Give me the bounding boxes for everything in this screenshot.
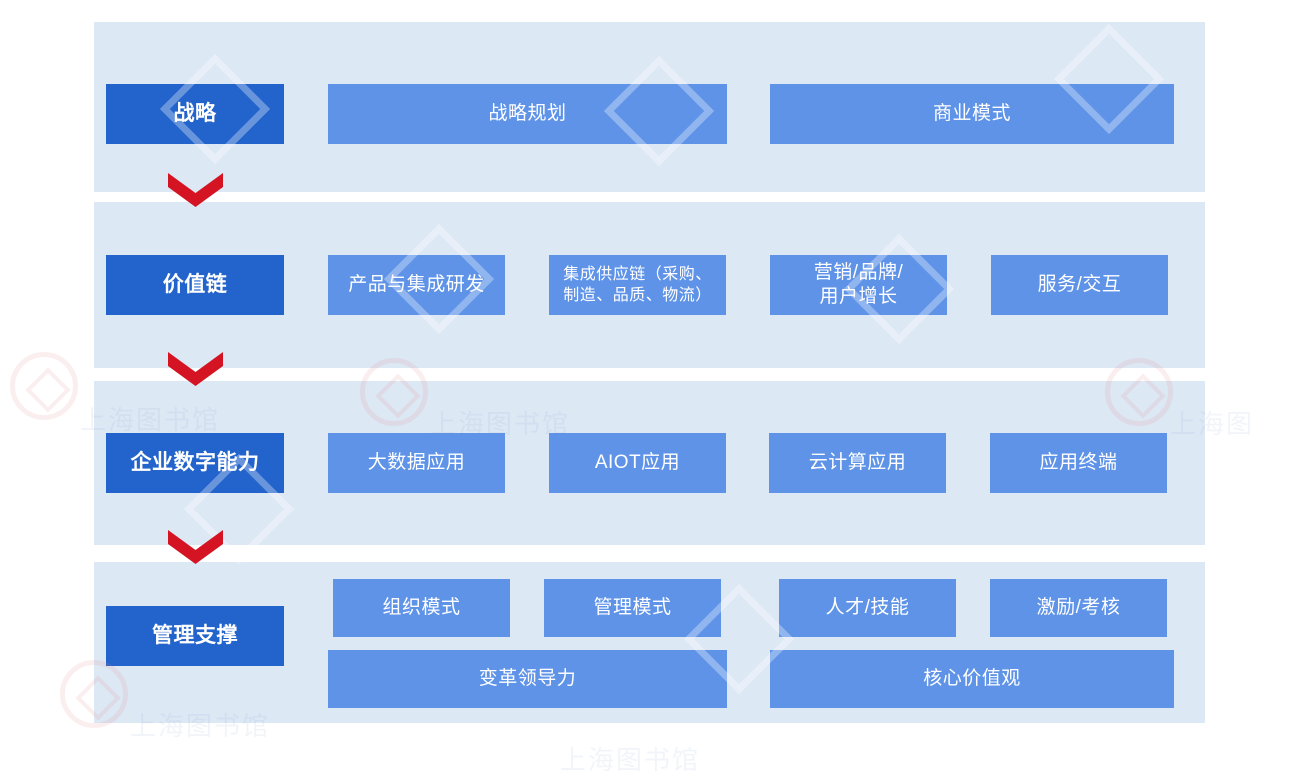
box-service-interaction[interactable]: 服务/交互: [991, 255, 1168, 315]
box-talent-skills[interactable]: 人才/技能: [779, 579, 956, 637]
box-strategy-planning[interactable]: 战略规划: [328, 84, 727, 144]
box-big-data-application[interactable]: 大数据应用: [328, 433, 505, 493]
box-aiot-application[interactable]: AIOT应用: [549, 433, 726, 493]
arrow-down-icon: [168, 352, 223, 386]
box-management-model[interactable]: 管理模式: [544, 579, 721, 637]
box-cloud-computing-application[interactable]: 云计算应用: [769, 433, 946, 493]
row-label-strategy[interactable]: 战略: [106, 84, 284, 144]
row-label-value-chain[interactable]: 价值链: [106, 255, 284, 315]
box-core-values[interactable]: 核心价值观: [770, 650, 1174, 708]
watermark-badge-icon: [10, 352, 78, 420]
box-product-rnd[interactable]: 产品与集成研发: [328, 255, 505, 315]
row-label-management-support[interactable]: 管理支撑: [106, 606, 284, 666]
row-label-digital-capability[interactable]: 企业数字能力: [106, 433, 284, 493]
box-incentive-assessment[interactable]: 激励/考核: [990, 579, 1167, 637]
arrow-down-icon: [168, 530, 223, 564]
arrow-down-icon: [168, 173, 223, 207]
box-integrated-supply-chain-label: 集成供应链（采购、制造、品质、物流）: [563, 265, 712, 304]
box-integrated-supply-chain[interactable]: 集成供应链（采购、制造、品质、物流）: [549, 255, 726, 315]
box-application-terminal[interactable]: 应用终端: [990, 433, 1167, 493]
box-business-model[interactable]: 商业模式: [770, 84, 1174, 144]
box-change-leadership[interactable]: 变革领导力: [328, 650, 727, 708]
box-organization-model[interactable]: 组织模式: [333, 579, 510, 637]
box-marketing-brand-growth-label: 营销/品牌/用户增长: [813, 261, 904, 307]
watermark-text: 上海图书馆: [560, 745, 701, 775]
box-marketing-brand-growth[interactable]: 营销/品牌/用户增长: [770, 255, 947, 315]
